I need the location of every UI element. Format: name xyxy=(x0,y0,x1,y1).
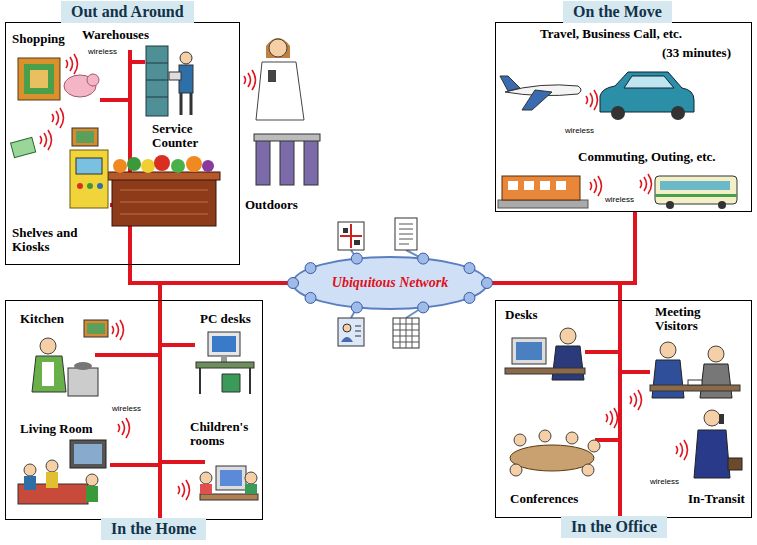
pc-desk-picture xyxy=(196,332,254,394)
wireless-symbol xyxy=(630,390,642,410)
train xyxy=(498,176,588,208)
wireless-tag: wireless xyxy=(88,48,117,57)
kiosk-picture xyxy=(11,128,108,208)
network-dot xyxy=(482,278,493,289)
meeting-picture xyxy=(650,342,740,398)
office-desk-picture xyxy=(505,328,585,380)
car xyxy=(600,72,694,120)
oval-shape xyxy=(293,257,487,309)
place-label: Commuting, Outing, etc. xyxy=(578,150,716,164)
airplane xyxy=(500,76,581,110)
shopping-picture xyxy=(18,58,99,100)
area-heading: In the Office xyxy=(561,516,667,538)
place-label: Children's rooms xyxy=(190,420,260,447)
place-label: In-Transit xyxy=(688,492,745,506)
area-heading: On the Move xyxy=(563,1,672,23)
place-label: Service Counter xyxy=(152,122,214,149)
place-label: Conferences xyxy=(510,492,578,506)
place-label: (33 minutes) xyxy=(662,46,731,60)
network-oval: Ubiquitous Network xyxy=(290,255,490,311)
wireless-symbol xyxy=(178,480,190,500)
network-dot xyxy=(464,263,475,274)
childrens-room-picture xyxy=(200,466,258,500)
wireless-tag: wireless xyxy=(605,196,634,205)
place-label: Living Room xyxy=(20,422,93,436)
network-dot xyxy=(351,302,362,313)
place-label: Desks xyxy=(505,308,538,322)
wireless-symbol xyxy=(244,70,256,90)
wireless-symbol xyxy=(66,54,78,74)
place-label: Shopping xyxy=(12,32,65,46)
wireless-symbol xyxy=(606,408,618,428)
network-dot xyxy=(305,263,316,274)
network-line xyxy=(130,265,290,283)
network-line xyxy=(490,283,620,518)
wireless-symbol xyxy=(590,176,602,196)
woman-with-phone xyxy=(256,38,304,120)
wireless-symbol xyxy=(40,130,52,150)
network-dot xyxy=(418,302,429,313)
wireless-symbol xyxy=(112,320,124,340)
place-label: Meeting Visitors xyxy=(655,305,720,332)
in-transit-man xyxy=(694,410,742,478)
network-line xyxy=(490,212,635,283)
place-label: Outdoors xyxy=(245,198,298,212)
place-label: Warehouses xyxy=(82,28,149,42)
network-line xyxy=(160,283,290,520)
place-label: PC desks xyxy=(200,312,251,326)
warehouse-picture xyxy=(146,46,193,116)
conference-picture xyxy=(510,430,600,476)
wireless-tag: wireless xyxy=(112,405,141,414)
network-dot xyxy=(351,253,362,264)
bus xyxy=(655,176,737,209)
wireless-symbol xyxy=(118,418,130,438)
wireless-tag: wireless xyxy=(565,127,594,136)
wireless-symbol xyxy=(52,108,64,128)
network-dot xyxy=(418,253,429,264)
wireless-symbol xyxy=(640,174,652,194)
network-name: Ubiquitous Network xyxy=(332,275,448,291)
area-box: In the Office xyxy=(495,300,752,518)
wireless-symbol xyxy=(676,440,688,460)
area-heading: In the Home xyxy=(101,518,206,540)
wireless-tag: wireless xyxy=(650,478,679,487)
wireless-symbol xyxy=(586,90,598,110)
place-label: Travel, Business Call, etc. xyxy=(540,27,682,41)
kitchen-picture xyxy=(32,320,108,396)
living-room-picture xyxy=(18,440,106,504)
network-wiring xyxy=(95,50,650,485)
place-label: Kitchen xyxy=(20,312,64,326)
turnstiles xyxy=(254,134,320,185)
network-dot xyxy=(305,292,316,303)
place-label: Shelves and Kiosks xyxy=(12,226,80,253)
service-counter-picture xyxy=(108,155,220,226)
network-dot xyxy=(288,278,299,289)
network-dot xyxy=(464,292,475,303)
area-heading: Out and Around xyxy=(61,1,194,23)
